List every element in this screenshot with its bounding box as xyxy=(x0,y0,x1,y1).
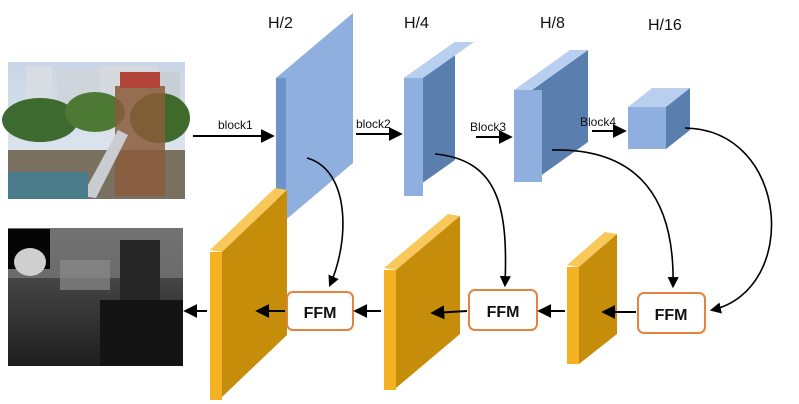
skip-connection-h16 xyxy=(684,127,773,314)
decoder-block-2 xyxy=(384,214,460,390)
block-label-3: Block3 xyxy=(470,120,506,134)
skip-connection-h4 xyxy=(434,153,511,288)
ffm-module-3: FFM xyxy=(637,292,706,334)
encoder-block-h8 xyxy=(514,50,588,182)
scale-label-h4: H/4 xyxy=(404,15,429,32)
skip-connection-h8 xyxy=(551,149,679,289)
ffm-label-1: FFM xyxy=(304,305,337,322)
block-label-4: Block4 xyxy=(580,115,616,129)
block-label-1: block1 xyxy=(218,118,253,132)
scale-label-h2: H/2 xyxy=(268,15,293,32)
encoder-block-h2 xyxy=(276,13,353,228)
encoder-block-h16 xyxy=(628,88,690,149)
block-label-2: block2 xyxy=(356,117,391,131)
decoder-block-1 xyxy=(210,188,287,400)
encoder-block-h4 xyxy=(404,42,474,196)
ffm-module-2: FFM xyxy=(468,289,538,331)
scale-label-h16: H/16 xyxy=(648,17,682,34)
scale-label-h8: H/8 xyxy=(540,15,565,32)
arrow-ffm2-to-dec2 xyxy=(430,305,468,320)
input-image xyxy=(2,62,190,199)
decoder-block-3 xyxy=(567,232,617,364)
output-depth-image xyxy=(8,228,183,366)
skip-connection-h2 xyxy=(306,157,344,288)
ffm-label-3: FFM xyxy=(655,307,688,324)
ffm-label-2: FFM xyxy=(487,304,520,321)
ffm-module-1: FFM xyxy=(286,291,354,331)
